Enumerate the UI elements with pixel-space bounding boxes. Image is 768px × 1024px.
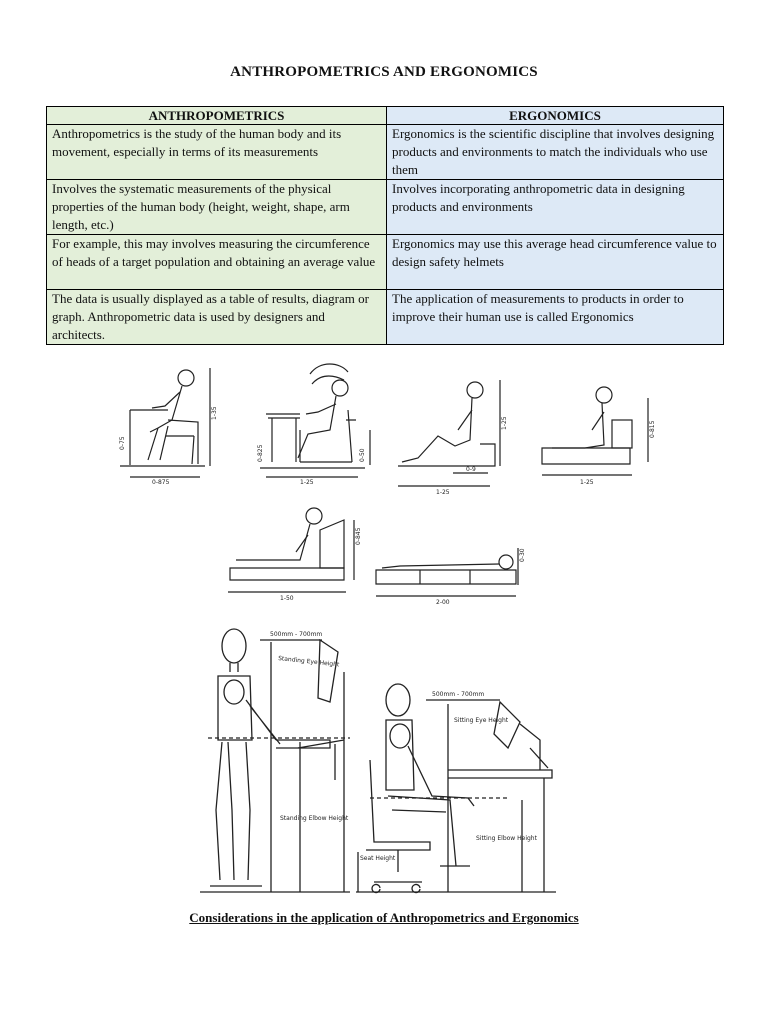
- figure-caption: Considerations in the application of Ant…: [189, 910, 579, 925]
- dim-label: 0-75: [119, 436, 126, 450]
- document-title: ANTHROPOMETRICS AND ERGONOMICS: [230, 64, 538, 80]
- table-cell: Ergonomics is the scientific discipline …: [386, 124, 724, 180]
- dim-label: 0-30: [519, 548, 526, 562]
- dim-label: Sitting Eye Height: [454, 717, 509, 724]
- table-cell: Ergonomics may use this average head cir…: [386, 234, 724, 290]
- dim-label: 1-25: [436, 489, 450, 496]
- table-cell: Involves the systematic measurements of …: [46, 179, 387, 235]
- dim-label: 0-845: [355, 527, 362, 545]
- dim-label: 500mm - 700mm: [432, 691, 484, 698]
- table-row: For example, this may involves measuring…: [46, 234, 724, 290]
- dim-label: Standing Elbow Height: [280, 815, 349, 822]
- header-ergonomics: ERGONOMICS: [386, 106, 724, 125]
- table-cell: The data is usually displayed as a table…: [46, 289, 387, 345]
- table-cell: Anthropometrics is the study of the huma…: [46, 124, 387, 180]
- dim-label: 500mm - 700mm: [270, 631, 322, 638]
- table-cell: For example, this may involves measuring…: [46, 234, 387, 290]
- dim-label: 0-825: [257, 444, 264, 462]
- dim-label: 0-9: [466, 466, 476, 473]
- dim-label: 0-815: [649, 420, 656, 438]
- table-row: The data is usually displayed as a table…: [46, 289, 724, 345]
- dim-label: 2-00: [436, 599, 450, 606]
- dim-label: Seat Height: [360, 855, 396, 862]
- dim-label: 1-50: [280, 595, 294, 602]
- table-row: Anthropometrics is the study of the huma…: [46, 124, 724, 180]
- dim-label: Sitting Elbow Height: [476, 835, 538, 842]
- dim-label: 1-25: [300, 479, 314, 486]
- table-row: Involves the systematic measurements of …: [46, 179, 724, 235]
- dim-label: 1-35: [211, 406, 218, 420]
- dim-label: Standing Eye Height: [278, 655, 340, 668]
- table-cell: Involves incorporating anthropometric da…: [386, 179, 724, 235]
- dim-label: 0-875: [152, 479, 170, 486]
- dim-label: 1-25: [580, 479, 594, 486]
- comparison-table: ANTHROPOMETRICS ERGONOMICS Anthropometri…: [46, 106, 724, 345]
- dim-label: 0-50: [359, 448, 366, 462]
- header-anthropometrics: ANTHROPOMETRICS: [46, 106, 387, 125]
- dim-label: 1-25: [501, 416, 508, 430]
- table-cell: The application of measurements to produ…: [386, 289, 724, 345]
- table-header-row: ANTHROPOMETRICS ERGONOMICS: [46, 106, 724, 125]
